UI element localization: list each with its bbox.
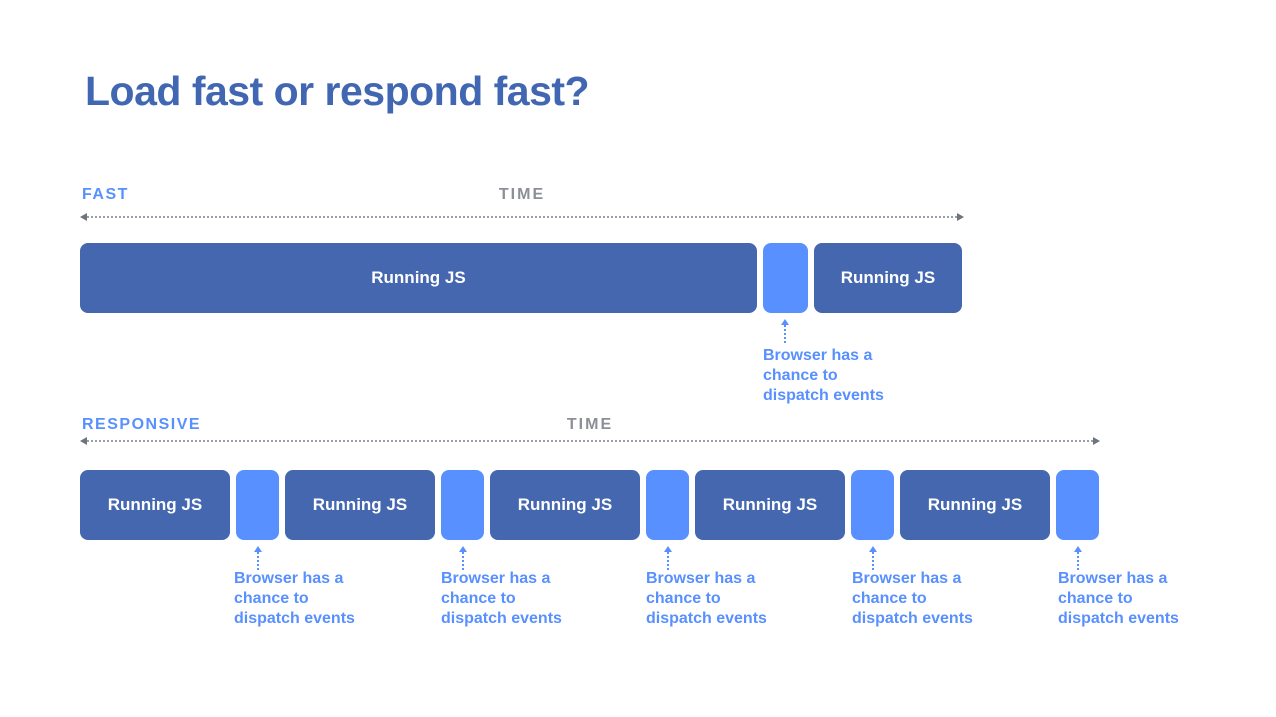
axis-left-arrow-icon xyxy=(80,213,87,221)
running-js-block: Running JS xyxy=(80,243,757,313)
annotation-browser-dispatch: Browser has a chance to dispatch events xyxy=(646,570,767,627)
axis-dotted-line xyxy=(87,216,957,218)
event-dispatch-gap-block xyxy=(851,470,894,540)
dotted-up-arrow-icon xyxy=(865,546,881,570)
annotation-browser-dispatch: Browser has a chance to dispatch events xyxy=(852,570,973,627)
annotation-browser-dispatch: Browser has a chance to dispatch events xyxy=(1058,570,1179,627)
axis-right-arrow-icon xyxy=(1093,437,1100,445)
fast-label: FAST xyxy=(82,186,129,203)
event-dispatch-gap-block xyxy=(1056,470,1099,540)
running-js-block: Running JS xyxy=(814,243,962,313)
fast-track: Running JS Running JS xyxy=(80,243,962,313)
running-js-block: Running JS xyxy=(80,470,230,540)
annotation-browser-dispatch: Browser has a chance to dispatch events xyxy=(441,570,562,627)
event-dispatch-gap-block xyxy=(763,243,808,313)
event-dispatch-gap-block xyxy=(441,470,484,540)
fast-time-label: TIME xyxy=(498,186,546,203)
annotation-browser-dispatch: Browser has a chance to dispatch events xyxy=(763,347,884,404)
running-js-block: Running JS xyxy=(900,470,1050,540)
responsive-track: Running JS Running JS Running JS Running… xyxy=(80,470,1099,540)
responsive-time-axis xyxy=(80,436,1100,446)
axis-left-arrow-icon xyxy=(80,437,87,445)
page-title: Load fast or respond fast? xyxy=(85,68,590,114)
dotted-up-arrow-icon xyxy=(1070,546,1086,570)
running-js-block: Running JS xyxy=(695,470,845,540)
event-dispatch-gap-block xyxy=(646,470,689,540)
dotted-up-arrow-icon xyxy=(660,546,676,570)
annotation-browser-dispatch: Browser has a chance to dispatch events xyxy=(234,570,355,627)
running-js-block: Running JS xyxy=(490,470,640,540)
axis-dotted-line xyxy=(87,440,1093,442)
event-dispatch-gap-block xyxy=(236,470,279,540)
running-js-block: Running JS xyxy=(285,470,435,540)
fast-time-axis xyxy=(80,212,964,222)
responsive-time-label: TIME xyxy=(566,416,614,433)
dotted-up-arrow-icon xyxy=(455,546,471,570)
dotted-up-arrow-icon xyxy=(250,546,266,570)
responsive-label: RESPONSIVE xyxy=(82,416,202,433)
dotted-up-arrow-icon xyxy=(777,319,793,343)
axis-right-arrow-icon xyxy=(957,213,964,221)
